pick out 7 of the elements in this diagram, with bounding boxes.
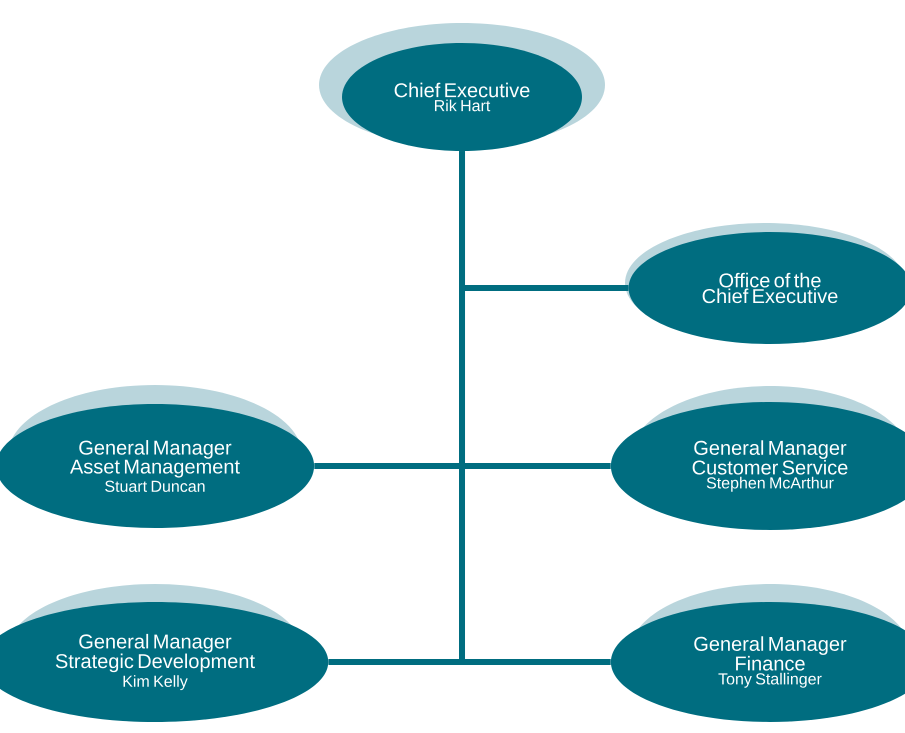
ellipse-node: General Manager Strategic Development Kim Kelly	[0, 584, 328, 722]
ellipse-node: Office of the Chief Executive	[625, 223, 905, 344]
ellipse-node: General Manager Asset Management Stuart Duncan	[0, 385, 314, 528]
ellipse-node: General Manager Finance Tony Stallinger	[610, 584, 905, 722]
ellipse-node: General Manager Customer Service Stephen McArthur	[610, 386, 905, 530]
ellipse-node: Chief Executive Rik Hart	[319, 23, 605, 151]
connector-line	[459, 151, 611, 665]
